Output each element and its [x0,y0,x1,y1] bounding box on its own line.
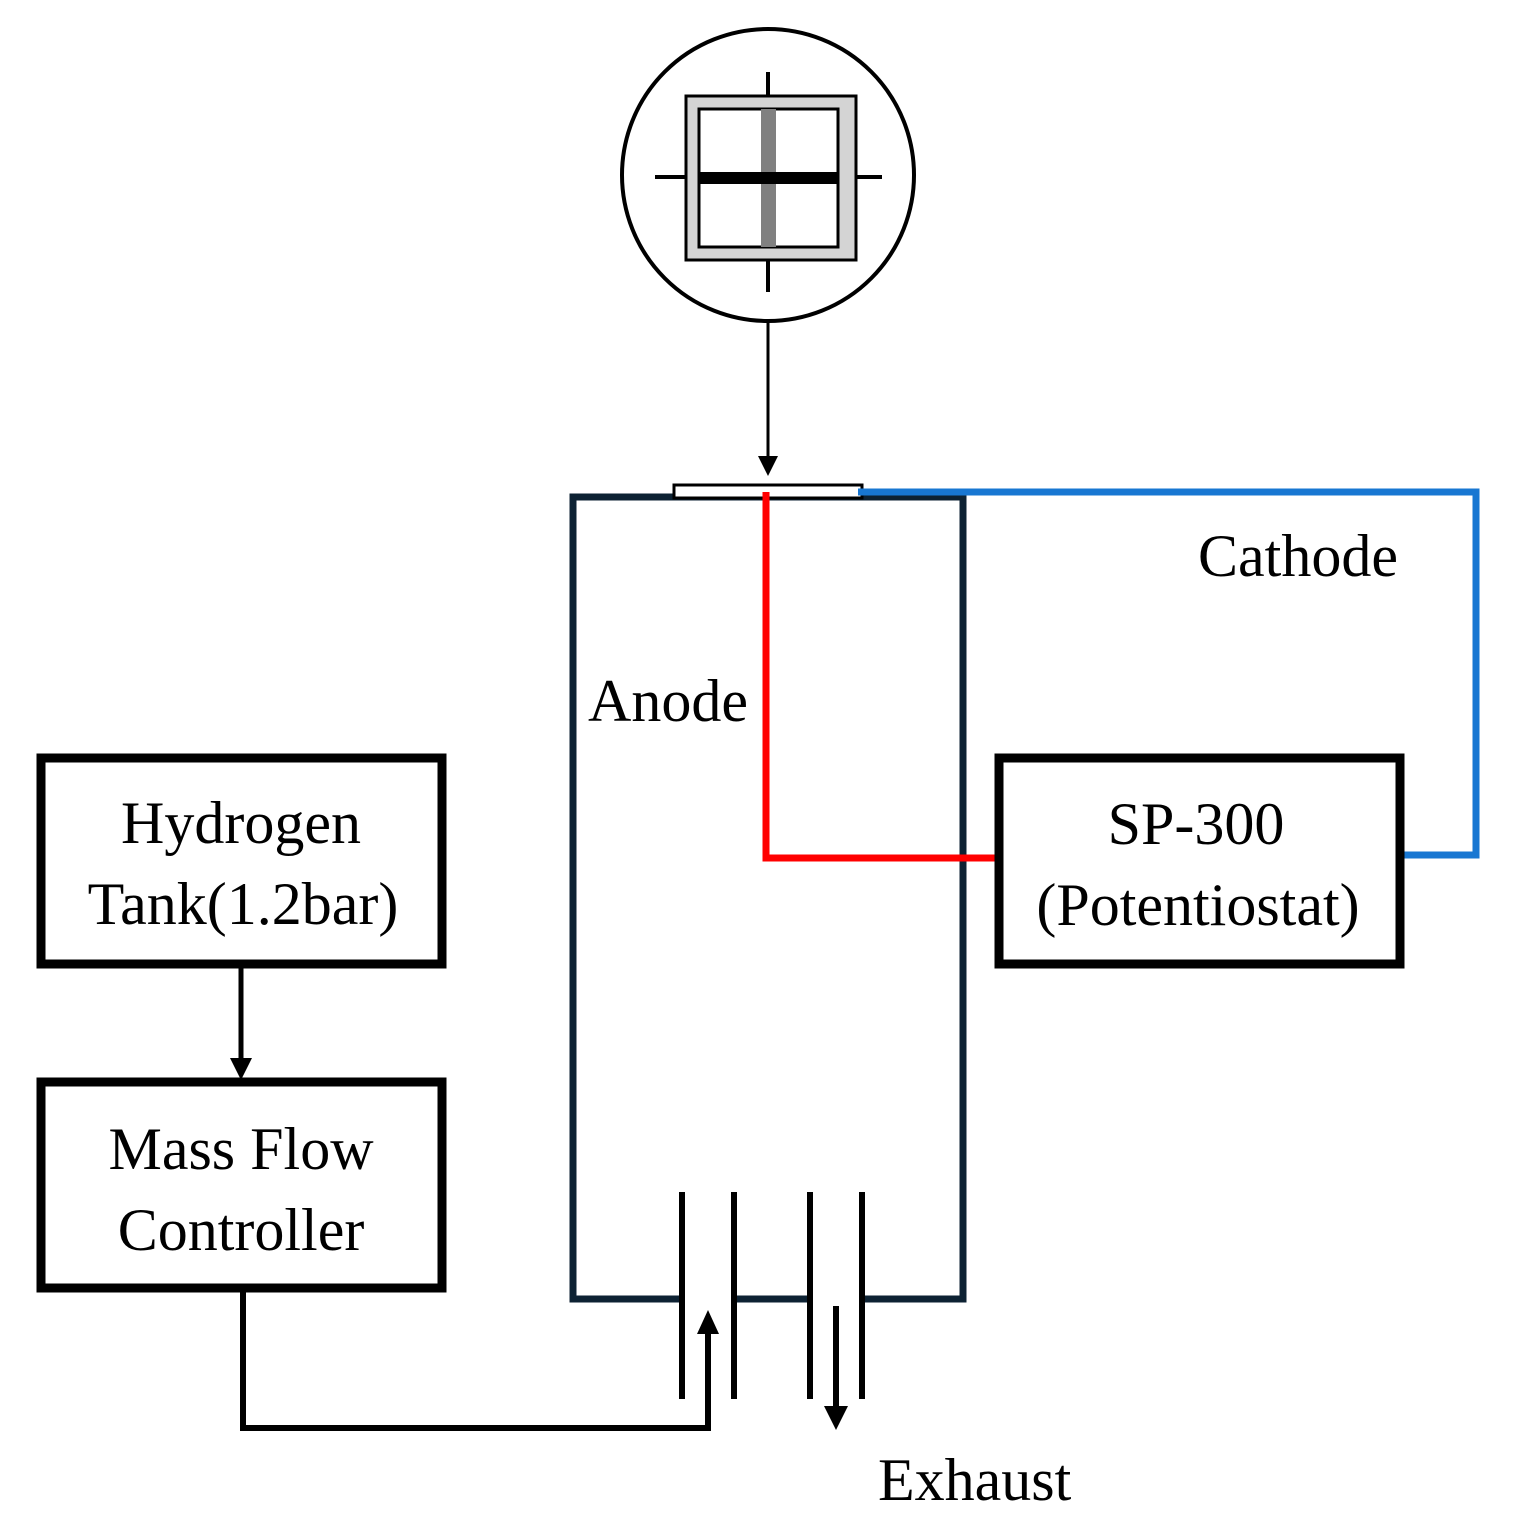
cathode-wire [858,488,1480,859]
hydrogen-tank-label-line2: Tank(1.2bar) [88,871,399,937]
hydrogen-tank-label-line1: Hydrogen [121,790,361,856]
cathode-label: Cathode [1198,523,1398,589]
potentiostat-label-line1: SP-300 [1108,791,1285,857]
hydrogen-tank-box [36,753,447,969]
outlet-tube-gap [810,1292,862,1306]
inlet-tube-gap [682,1292,734,1306]
exhaust-arrow [824,1306,848,1430]
gas-supply-line [240,1288,719,1431]
arrow-head-up-icon [697,1310,719,1334]
arrow-head-down-icon [758,456,778,476]
mfc-label-line1: Mass Flow [108,1116,374,1182]
exhaust-label: Exhaust [878,1447,1072,1513]
mfc-label-line2: Controller [118,1197,365,1263]
potentiostat-box [994,753,1405,969]
tank-to-mfc-arrow [230,964,252,1080]
sample-horizontal-bar [699,172,838,184]
mass-flow-controller-box [36,1077,447,1293]
inset-arrow [758,321,778,476]
potentiostat-label-line2: (Potentiostat) [1036,872,1359,938]
anode-label: Anode [588,668,748,734]
arrow-head-down-icon [824,1406,848,1430]
arrow-head-down-icon [230,1058,252,1080]
anode-wire [762,492,997,862]
sample-window-icon [620,27,916,323]
